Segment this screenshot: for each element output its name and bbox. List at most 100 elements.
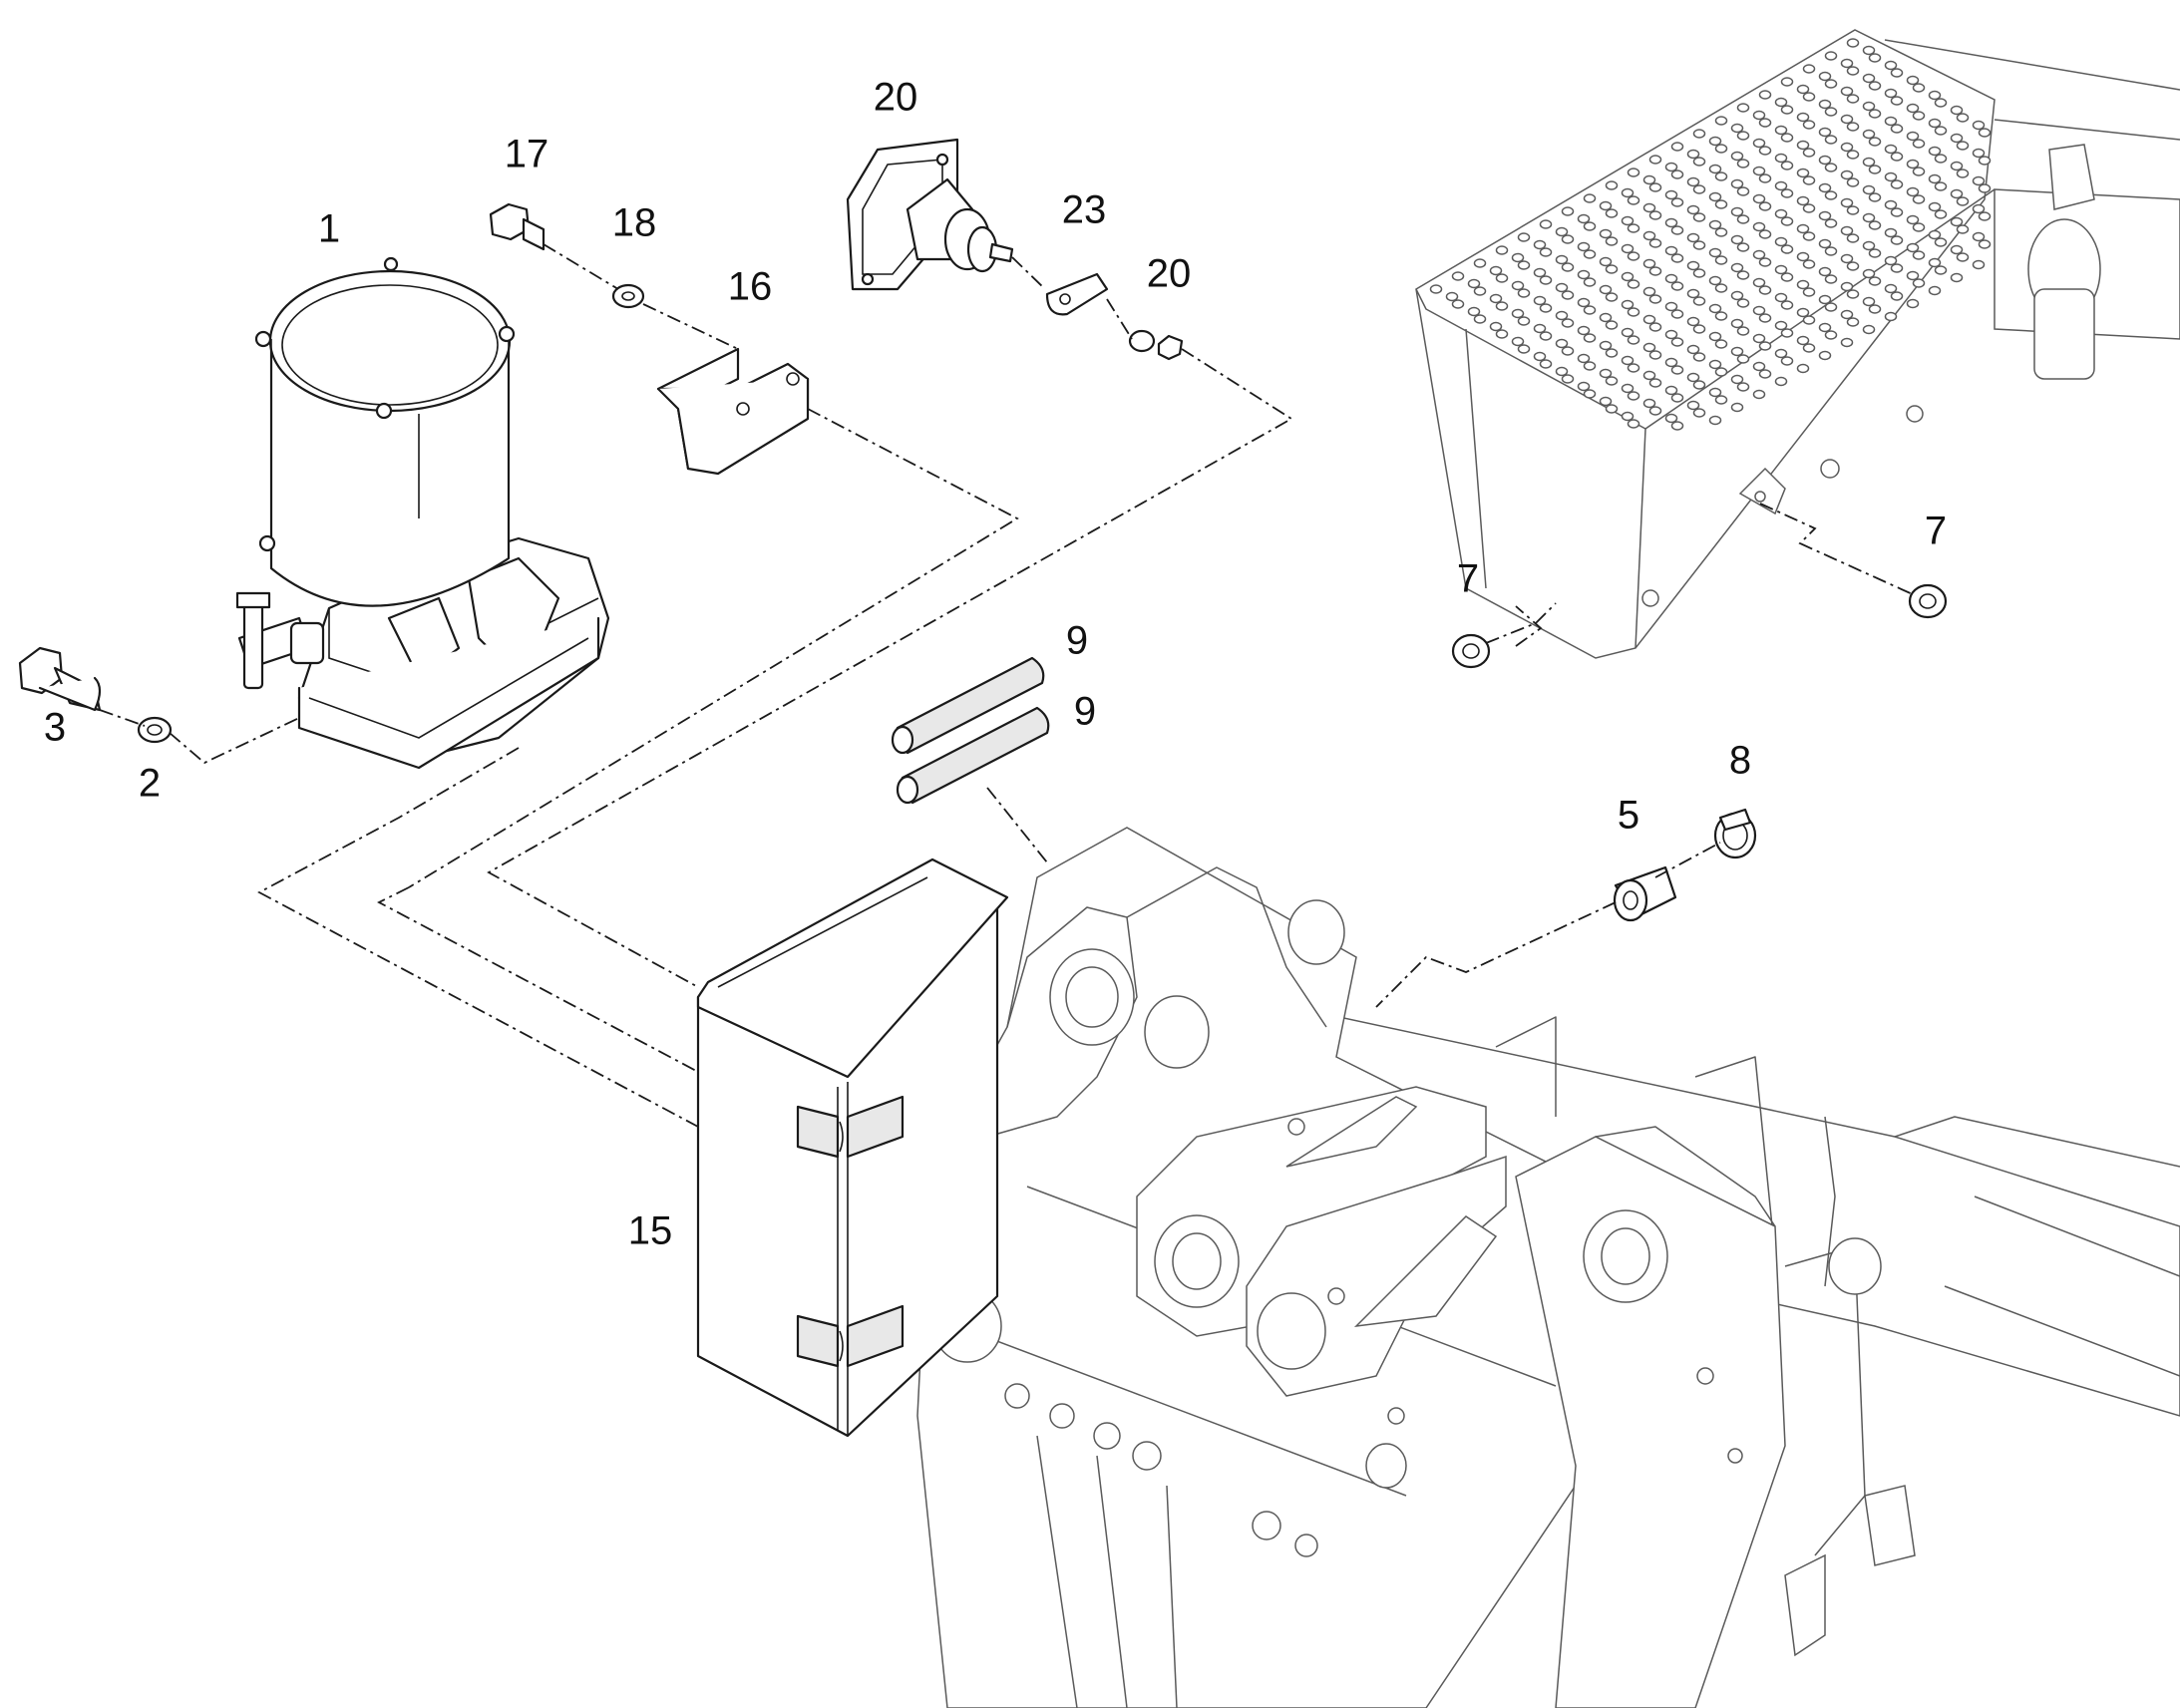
tread-hole — [1664, 245, 1678, 256]
tread-hole — [1846, 150, 1860, 160]
tread-hole — [1583, 305, 1597, 315]
tread-hole — [1774, 348, 1788, 359]
tread-hole — [1934, 98, 1948, 108]
clamp-part-8 — [1713, 808, 1757, 859]
tread-hole — [1621, 383, 1635, 394]
bolt-part-17 — [489, 202, 545, 251]
tread-hole — [1648, 406, 1662, 416]
tread-hole — [1884, 283, 1898, 294]
tread-hole — [1956, 113, 1970, 123]
tread-hole — [1884, 311, 1898, 322]
tread-hole — [1862, 157, 1876, 168]
tread-hole — [1555, 282, 1569, 293]
callout-7a: 7 — [1457, 557, 1479, 601]
nut-part-7-right — [1908, 583, 1948, 619]
tread-hole — [1539, 303, 1553, 313]
tread-hole — [1621, 243, 1635, 254]
grease-pump-reservoir — [235, 256, 610, 770]
tread-hole — [1868, 192, 1882, 202]
callout-9b: 9 — [1074, 690, 1096, 734]
tread-hole — [1714, 311, 1728, 321]
callout-2: 2 — [139, 762, 161, 806]
tread-hole — [1467, 278, 1481, 289]
tread-hole — [1840, 86, 1854, 97]
tread-hole — [1714, 171, 1728, 181]
callout-16: 16 — [728, 265, 773, 309]
tread-hole — [1862, 268, 1876, 279]
tread-hole — [1577, 381, 1591, 392]
tread-hole — [1642, 202, 1656, 213]
tread-hole — [1890, 124, 1904, 134]
tread-hole — [1956, 196, 1970, 206]
tread-hole — [1796, 112, 1810, 123]
tread-hole — [1664, 189, 1678, 200]
tread-hole — [1862, 296, 1876, 307]
tread-hole — [1906, 159, 1920, 170]
tread-hole — [1489, 321, 1503, 332]
tread-hole — [1627, 391, 1640, 401]
tread-hole — [1758, 257, 1772, 267]
tread-hole — [1818, 155, 1832, 166]
tread-hole — [1846, 289, 1860, 299]
tread-hole — [1906, 298, 1920, 309]
tread-hole — [1928, 146, 1942, 157]
tread-hole — [1489, 265, 1503, 276]
tread-hole — [1884, 171, 1898, 182]
tread-hole — [1868, 81, 1882, 91]
tread-hole — [1818, 99, 1832, 110]
tread-hole — [1555, 366, 1569, 377]
tread-hole — [1846, 94, 1860, 104]
tread-hole — [1752, 138, 1766, 149]
tread-hole — [1670, 225, 1684, 235]
tread-hole — [1692, 212, 1706, 222]
tread-hole — [1648, 294, 1662, 304]
tread-hole — [1796, 251, 1810, 262]
tread-hole — [1664, 301, 1678, 312]
tread-hole — [1495, 329, 1509, 339]
tread-hole — [1583, 389, 1597, 399]
tread-hole — [1495, 301, 1509, 311]
tread-hole — [1818, 266, 1832, 277]
tread-hole — [1802, 92, 1816, 102]
tread-hole — [1796, 335, 1810, 346]
tread-hole — [1533, 351, 1547, 362]
tread-hole — [1517, 344, 1531, 354]
tread-hole — [1934, 237, 1948, 247]
tread-hole — [1796, 168, 1810, 178]
tread-hole — [1495, 245, 1509, 255]
tread-hole — [1774, 376, 1788, 387]
tread-hole — [1599, 200, 1613, 211]
tread-hole — [1599, 312, 1613, 323]
tread-hole — [1599, 228, 1613, 239]
mounting-bracket-part-16 — [656, 347, 810, 476]
tread-hole — [1934, 181, 1948, 191]
tread-hole — [1802, 343, 1816, 353]
tread-hole — [1561, 262, 1575, 272]
tread-hole — [1928, 118, 1942, 129]
tread-hole — [1627, 223, 1640, 233]
tread-hole — [1818, 210, 1832, 221]
tread-hole — [1862, 45, 1876, 56]
tread-hole — [1840, 197, 1854, 208]
tread-hole — [1605, 208, 1619, 218]
tread-hole — [1627, 363, 1640, 373]
tread-hole — [1868, 109, 1882, 119]
tread-hole — [1445, 291, 1459, 302]
tread-hole — [1736, 186, 1750, 196]
tread-hole — [1648, 266, 1662, 276]
callout-18: 18 — [612, 201, 657, 245]
tread-hole — [1752, 221, 1766, 232]
tread-hole — [1890, 207, 1904, 217]
tread-hole — [1708, 331, 1722, 342]
tread-hole — [1840, 337, 1854, 348]
tread-hole — [1862, 324, 1876, 335]
tread-hole — [1561, 346, 1575, 356]
tread-hole — [1780, 133, 1794, 143]
tread-hole — [1912, 194, 1926, 204]
tread-hole — [1824, 51, 1838, 61]
tread-hole — [1890, 96, 1904, 106]
tread-hole — [1692, 129, 1706, 139]
tread-hole — [1664, 217, 1678, 228]
tread-hole — [1862, 73, 1876, 84]
